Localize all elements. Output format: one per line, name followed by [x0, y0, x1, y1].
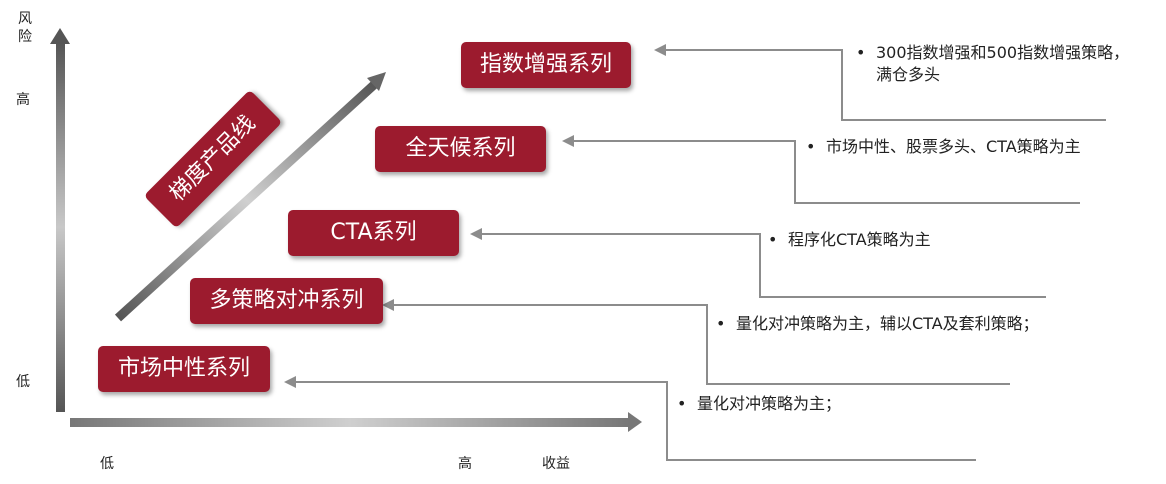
- desc-market-neutral-line1: 量化对冲策略为主；: [697, 394, 842, 413]
- y-axis-title-char-2: 险: [18, 29, 32, 45]
- bullet-icon: •: [806, 137, 816, 156]
- connector-cta: [480, 233, 1046, 298]
- bullet-icon: •: [768, 230, 778, 249]
- connector-index-enhanced: [664, 49, 1106, 121]
- desc-cta-line1: 程序化CTA策略为主: [788, 230, 931, 249]
- y-axis-title: 风 险: [16, 10, 34, 46]
- x-axis-low-label: 低: [100, 456, 114, 472]
- y-axis-high-label: 高: [16, 92, 30, 108]
- bullet-icon: •: [856, 43, 866, 62]
- series-box-index-enhanced: 指数增强系列: [461, 42, 631, 88]
- series-box-multi-strategy: 多策略对冲系列: [190, 278, 383, 324]
- desc-all-weather: • 市场中性、股票多头、CTA策略为主: [806, 136, 1081, 158]
- y-axis-title-char-1: 风: [18, 11, 32, 27]
- bullet-icon: •: [677, 394, 687, 413]
- x-axis-arrow: [70, 412, 642, 432]
- connector-multi-strategy: [392, 304, 1010, 385]
- series-box-all-weather: 全天候系列: [375, 126, 546, 172]
- connector-all-weather: [572, 140, 1080, 204]
- desc-index-enhanced: • 300指数增强和500指数增强策略， 满仓多头: [856, 42, 1129, 86]
- connector-lines: [294, 49, 1106, 461]
- x-axis-high-label: 高: [458, 456, 472, 472]
- y-axis-low-label: 低: [16, 374, 30, 390]
- diagonal-arrow: [114, 72, 386, 322]
- desc-index-enhanced-line2: 满仓多头: [876, 65, 941, 84]
- x-axis-title: 收益: [542, 456, 570, 472]
- desc-index-enhanced-line1: 300指数增强和500指数增强策略，: [876, 43, 1130, 62]
- desc-cta: • 程序化CTA策略为主: [768, 229, 931, 251]
- desc-market-neutral: • 量化对冲策略为主；: [677, 393, 841, 415]
- desc-multi-strategy-line1: 量化对冲策略为主，辅以CTA及套利策略；: [736, 314, 1039, 333]
- desc-multi-strategy: • 量化对冲策略为主，辅以CTA及套利策略；: [716, 313, 1039, 335]
- y-axis-arrow: [50, 28, 70, 412]
- bullet-icon: •: [716, 314, 726, 333]
- desc-all-weather-line1: 市场中性、股票多头、CTA策略为主: [826, 137, 1081, 156]
- connector-market-neutral: [294, 381, 976, 461]
- series-box-cta: CTA系列: [288, 210, 459, 256]
- series-box-market-neutral: 市场中性系列: [98, 346, 270, 392]
- connector-arrowheads: [284, 44, 666, 388]
